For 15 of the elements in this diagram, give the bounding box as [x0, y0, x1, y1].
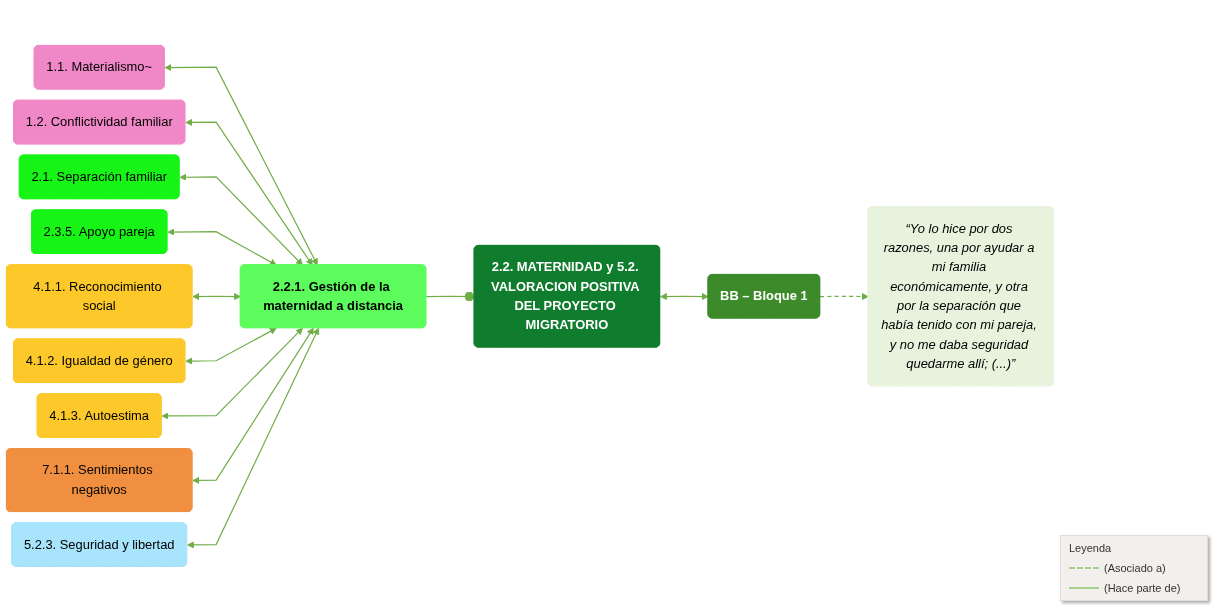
arrow — [660, 292, 709, 300]
arrow — [192, 292, 242, 300]
arrow — [161, 327, 303, 420]
legend-text: (Hace parte de) — [1104, 582, 1181, 594]
arrow — [167, 228, 277, 266]
arrow — [192, 327, 314, 484]
arrow — [185, 118, 313, 266]
arrow — [185, 327, 277, 365]
connector — [425, 291, 476, 301]
arrow — [187, 327, 320, 549]
legend-text: (Asociado a) — [1104, 562, 1166, 574]
arrow — [164, 63, 318, 266]
legend-title: Leyenda — [1069, 542, 1113, 554]
arrow — [819, 292, 869, 300]
arrow — [179, 173, 303, 266]
